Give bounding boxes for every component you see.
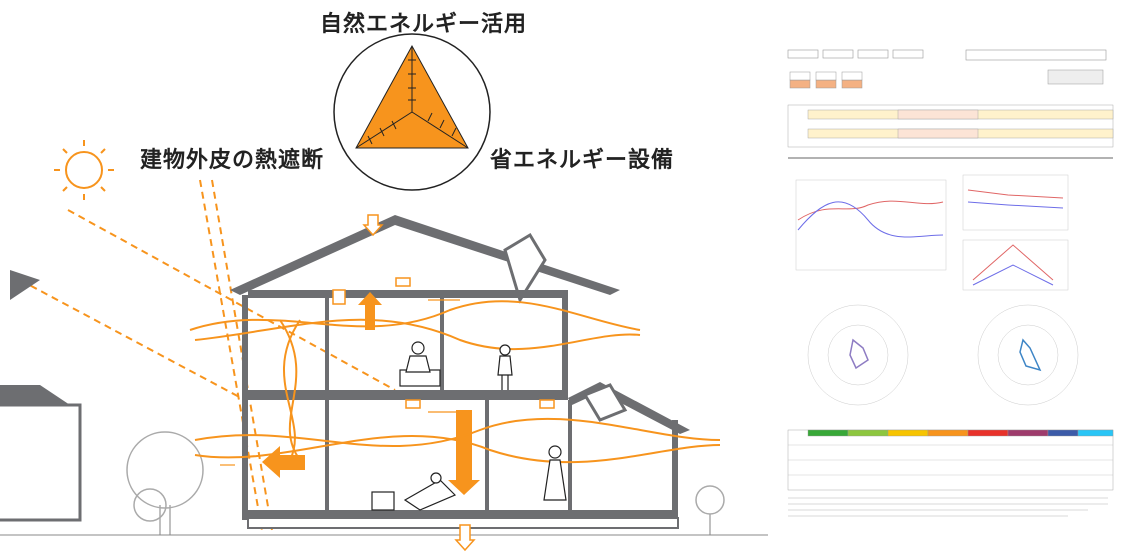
label-energy-saving-equipment: 省エネルギー設備 <box>490 148 675 173</box>
label-natural-energy: 自然エネルギー活用 <box>320 12 528 37</box>
sun-icon <box>54 140 114 200</box>
label-envelope-insulation: 建物外皮の熱遮断 <box>140 148 325 173</box>
report-sheet-icon <box>768 30 1128 552</box>
house-section-diagram <box>0 33 770 552</box>
radar-triangle-icon <box>333 33 491 191</box>
house-section-icon <box>0 214 770 552</box>
